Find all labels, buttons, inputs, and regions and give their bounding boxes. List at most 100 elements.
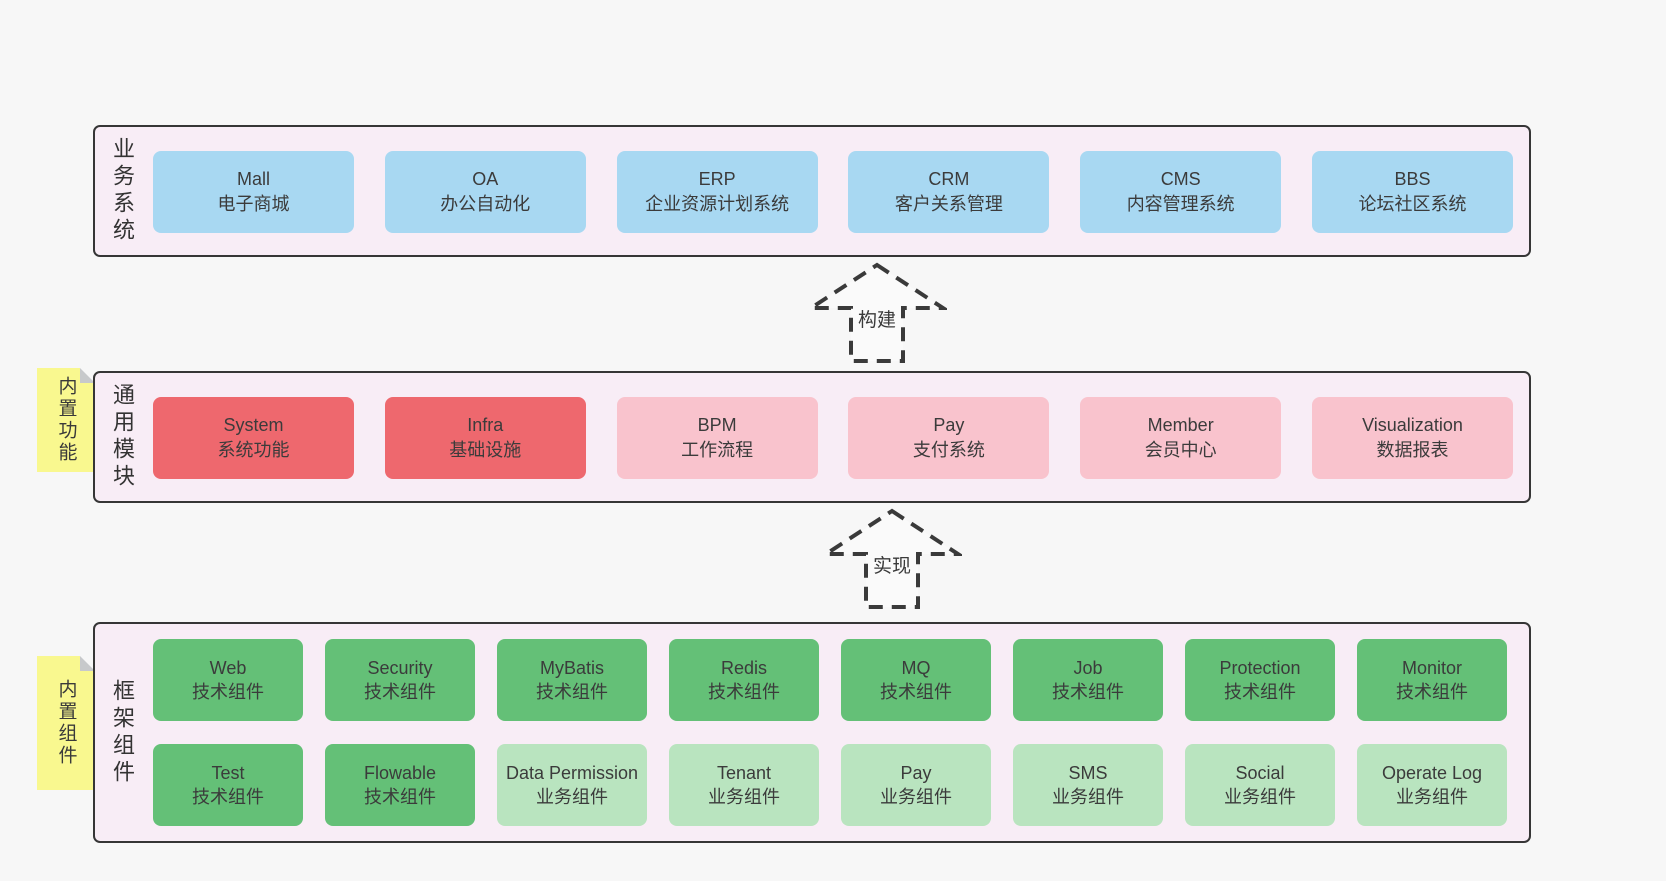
arrow-build-label: 构建: [853, 304, 901, 333]
box-desc: 技术组件: [1224, 682, 1296, 702]
band-common-modules: 通用模块 System 系统功能 Infra 基础设施 BPM 工作流程 Pay…: [93, 371, 1531, 503]
band-business-systems: 业务系统 Mall 电子商城 OA 办公自动化 ERP 企业资源计划系统 CRM…: [93, 125, 1531, 257]
sticky-note-text: 内置组件: [55, 679, 77, 767]
box-visualization: Visualization 数据报表: [1311, 397, 1513, 479]
box-name: ERP: [698, 169, 736, 189]
sticky-note-builtin-features: 内置功能: [37, 368, 95, 472]
band-framework-components: 框架组件 Web 技术组件 Security 技术组件 MyBatis 技术组件…: [93, 622, 1531, 843]
box-desc: 企业资源计划系统: [645, 194, 790, 214]
box-desc: 支付系统: [912, 440, 985, 460]
box-name: CRM: [928, 169, 970, 189]
box-name: MyBatis: [539, 658, 604, 678]
sticky-note-builtin-components: 内置组件: [37, 656, 95, 790]
box-name: Pay: [900, 763, 932, 783]
framework-components-row-1: Web 技术组件 Security 技术组件 MyBatis 技术组件 Redi…: [153, 639, 1507, 721]
box-name: SMS: [1068, 763, 1108, 783]
box-desc: 基础设施: [449, 440, 522, 460]
box-name: Web: [209, 658, 247, 678]
box-name: Member: [1147, 415, 1214, 435]
box-name: Mall: [236, 169, 270, 189]
box-desc: 技术组件: [192, 787, 264, 807]
box-erp: ERP 企业资源计划系统: [616, 151, 818, 233]
box-mall: Mall 电子商城: [153, 151, 354, 233]
box-web: Web 技术组件: [153, 639, 303, 721]
framework-components-row-2: Test 技术组件 Flowable 技术组件 Data Permission …: [153, 744, 1507, 826]
box-cms: CMS 内容管理系统: [1080, 151, 1282, 233]
box-desc: 技术组件: [1396, 682, 1468, 702]
folded-corner-icon: [80, 656, 95, 671]
box-desc: 办公自动化: [440, 194, 531, 214]
box-crm: CRM 客户关系管理: [848, 151, 1050, 233]
box-pay-biz: Pay 业务组件: [841, 744, 991, 826]
box-name: Operate Log: [1381, 763, 1483, 783]
box-member: Member 会员中心: [1080, 397, 1282, 479]
box-monitor: Monitor 技术组件: [1357, 639, 1507, 721]
band-label-framework-components: 框架组件: [110, 678, 135, 787]
box-name: Data Permission: [505, 763, 639, 783]
box-name: BPM: [697, 415, 737, 435]
band-label-common-modules: 通用模块: [110, 383, 135, 491]
box-name: Protection: [1219, 658, 1301, 678]
box-name: Tenant: [716, 763, 772, 783]
box-name: Security: [367, 658, 433, 678]
box-mybatis: MyBatis 技术组件: [497, 639, 647, 721]
box-system: System 系统功能: [153, 397, 354, 479]
box-desc: 工作流程: [681, 440, 754, 460]
box-security: Security 技术组件: [325, 639, 475, 721]
box-oa: OA 办公自动化: [384, 151, 586, 233]
box-desc: 业务组件: [880, 787, 952, 807]
arrow-build: 构建: [807, 260, 947, 366]
box-name: MQ: [901, 658, 931, 678]
box-name: Pay: [933, 415, 965, 435]
box-desc: 技术组件: [364, 787, 436, 807]
box-desc: 技术组件: [192, 682, 264, 702]
box-name: Social: [1235, 763, 1285, 783]
box-name: BBS: [1394, 169, 1431, 189]
box-bpm: BPM 工作流程: [616, 397, 818, 479]
box-desc: 客户关系管理: [894, 194, 1003, 214]
box-desc: 业务组件: [1052, 787, 1124, 807]
box-desc: 业务组件: [1396, 787, 1468, 807]
box-test: Test 技术组件: [153, 744, 303, 826]
box-redis: Redis 技术组件: [669, 639, 819, 721]
arrow-implement-label: 实现: [868, 550, 916, 579]
box-desc: 内容管理系统: [1126, 194, 1235, 214]
folded-corner-icon: [80, 368, 95, 383]
box-pay: Pay 支付系统: [848, 397, 1050, 479]
box-bbs: BBS 论坛社区系统: [1311, 151, 1513, 233]
box-name: Visualization: [1362, 415, 1463, 435]
box-desc: 技术组件: [708, 682, 780, 702]
box-name: Infra: [467, 415, 504, 435]
box-tenant: Tenant 业务组件: [669, 744, 819, 826]
sticky-note-text: 内置功能: [55, 376, 77, 464]
box-desc: 系统功能: [217, 440, 290, 460]
box-name: OA: [472, 169, 499, 189]
box-desc: 会员中心: [1144, 440, 1217, 460]
band-label-business-systems: 业务系统: [110, 137, 135, 245]
box-operate-log: Operate Log 业务组件: [1357, 744, 1507, 826]
box-sms: SMS 业务组件: [1013, 744, 1163, 826]
box-desc: 技术组件: [364, 682, 436, 702]
box-desc: 论坛社区系统: [1358, 194, 1467, 214]
box-desc: 业务组件: [1224, 787, 1296, 807]
box-desc: 电子商城: [217, 194, 290, 214]
box-infra: Infra 基础设施: [384, 397, 586, 479]
box-name: Redis: [720, 658, 768, 678]
common-modules-row: System 系统功能 Infra 基础设施 BPM 工作流程 Pay 支付系统…: [153, 397, 1513, 479]
business-systems-row: Mall 电子商城 OA 办公自动化 ERP 企业资源计划系统 CRM 客户关系…: [153, 151, 1513, 233]
box-job: Job 技术组件: [1013, 639, 1163, 721]
box-protection: Protection 技术组件: [1185, 639, 1335, 721]
box-name: System: [223, 415, 284, 435]
box-desc: 数据报表: [1376, 440, 1449, 460]
box-data-permission: Data Permission 业务组件: [497, 744, 647, 826]
box-desc: 技术组件: [1052, 682, 1124, 702]
box-mq: MQ 技术组件: [841, 639, 991, 721]
box-desc: 业务组件: [536, 787, 608, 807]
box-flowable: Flowable 技术组件: [325, 744, 475, 826]
box-name: Monitor: [1401, 658, 1463, 678]
box-desc: 业务组件: [708, 787, 780, 807]
box-social: Social 业务组件: [1185, 744, 1335, 826]
box-desc: 技术组件: [536, 682, 608, 702]
box-name: Flowable: [363, 763, 437, 783]
